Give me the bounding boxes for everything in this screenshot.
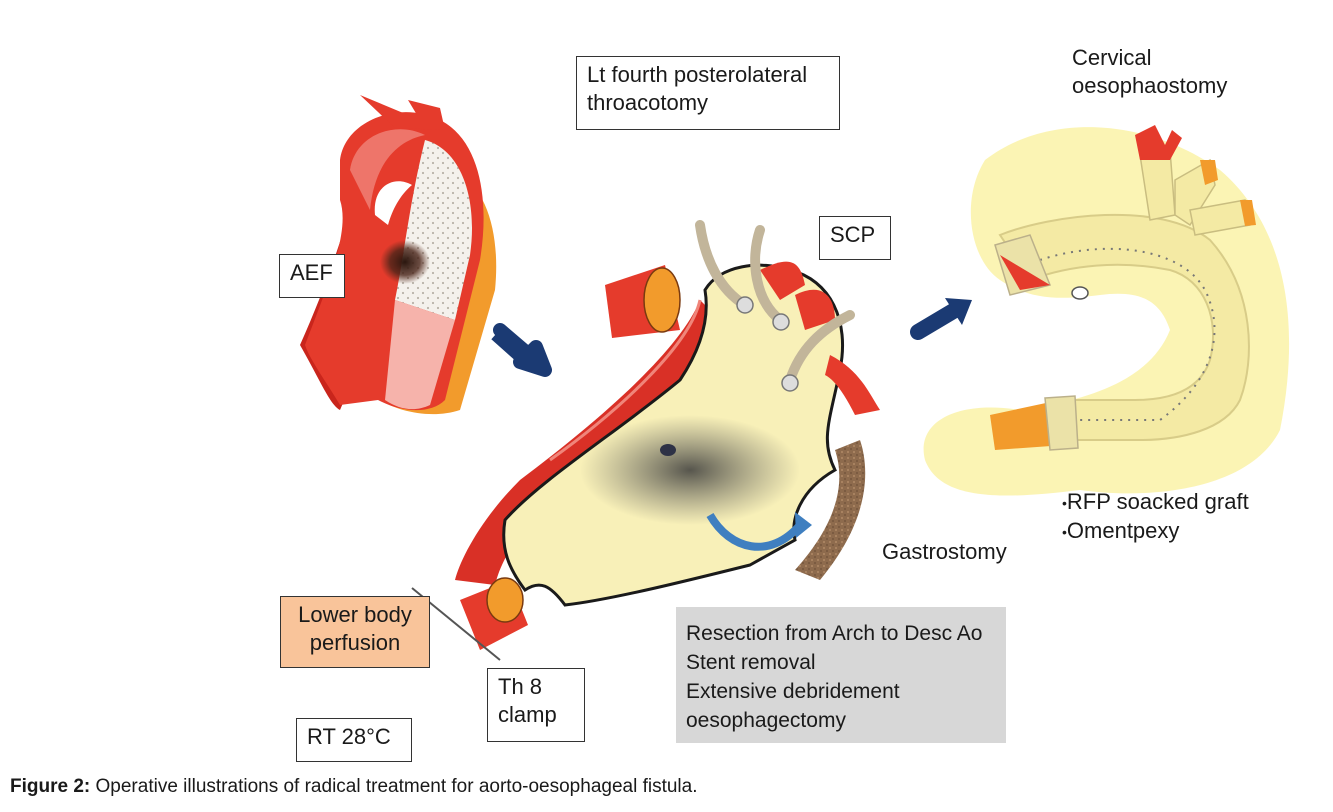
th8-clamp-label: Th 8 clamp	[487, 668, 585, 742]
thoracotomy-line-1: Lt fourth posterolateral	[587, 62, 808, 87]
scp-label: SCP	[819, 216, 891, 260]
cervical-line-1: Cervical	[1072, 45, 1152, 70]
clamp-line-1: Th 8	[498, 674, 543, 699]
procedure-item: Resection from Arch to Desc Ao	[686, 622, 983, 645]
graft-reconstruction-illustration	[923, 125, 1290, 496]
cervical-label: Cervical oesophaostomy	[1072, 44, 1227, 100]
caption-text: Operative illustrations of radical treat…	[95, 776, 698, 797]
caption-prefix: Figure 2:	[10, 776, 91, 797]
figure-caption: Figure 2: Operative illustrations of rad…	[10, 776, 698, 798]
procedure-item: Stent removal	[686, 651, 816, 674]
lower-body-line-2: perfusion	[309, 630, 401, 655]
aorta-with-stent-illustration	[300, 95, 497, 415]
graft-bullet-text: Omentpexy	[1066, 518, 1180, 544]
arrow-right-icon	[910, 302, 963, 340]
procedure-item: oesophagectomy	[686, 709, 846, 732]
lower-body-line-1: Lower body	[298, 602, 412, 627]
lower-body-perfusion-label: Lower body perfusion	[280, 596, 430, 668]
thoracotomy-label: Lt fourth posterolateral throacotomy	[576, 56, 840, 130]
clamp-line-2: clamp	[498, 702, 557, 727]
cervical-line-2: oesophaostomy	[1072, 73, 1228, 98]
graft-bullet-text: RFP soacked graft	[1066, 489, 1249, 514]
arrowhead-icon	[945, 298, 972, 325]
graft-bullet-list: •RFP soacked graft •Omentpexy	[1062, 488, 1249, 546]
gastrostomy-label: Gastrostomy	[882, 539, 1007, 564]
procedures-box: Resection from Arch to Desc Ao Stent rem…	[676, 607, 1006, 743]
rt-temperature-label: RT 28°C	[296, 718, 412, 762]
arrow-right-icon	[491, 323, 552, 377]
thoracotomy-line-2: throacotomy	[587, 90, 709, 115]
graft-bullet-item: •RFP soacked graft	[1062, 489, 1249, 514]
aef-label: AEF	[279, 254, 345, 298]
operative-field-illustration	[411, 220, 880, 661]
graft-bullet-item: •Omentpexy	[1062, 518, 1180, 544]
procedure-item: Extensive debridement	[686, 680, 900, 703]
